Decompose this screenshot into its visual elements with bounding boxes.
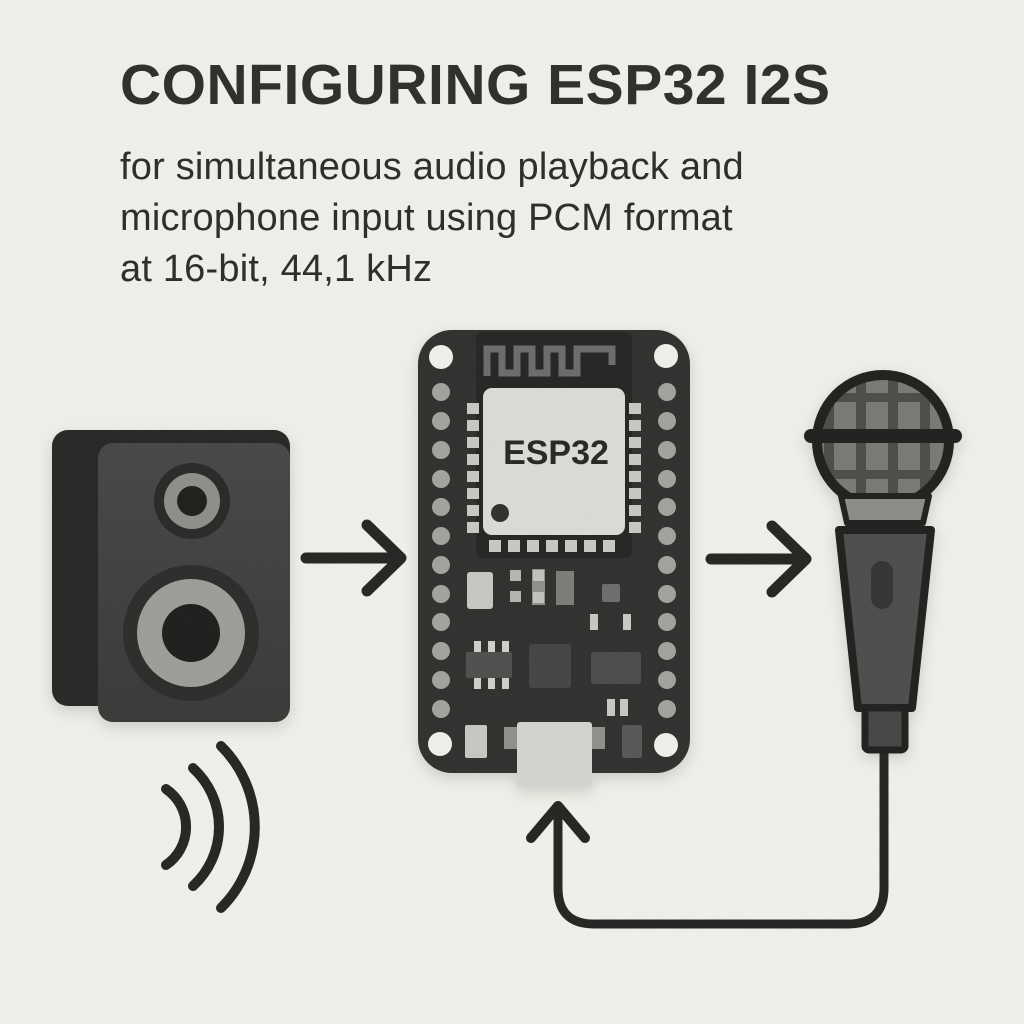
usb-pad-right [592, 727, 605, 749]
mic-head-band [804, 429, 962, 443]
mic-body [835, 526, 935, 712]
subtitle-line-1: for simultaneous audio playback and [120, 146, 744, 188]
subtitle: for simultaneous audio playback and micr… [120, 142, 980, 295]
subtitle-line-2: microphone input using PCM format [120, 197, 733, 239]
speaker-woofer [123, 565, 259, 701]
sound-waves-icon [161, 741, 260, 913]
header: CONFIGURING ESP32 I2S for simultaneous a… [120, 52, 980, 295]
mic-neck-ring [838, 493, 932, 526]
arrow-speaker-to-board-icon [300, 519, 407, 597]
mic-head [804, 370, 962, 512]
speaker-illustration [52, 430, 290, 722]
chip-pin1-dot [491, 504, 509, 522]
page-title: CONFIGURING ESP32 I2S [120, 53, 831, 117]
usb-connector [517, 722, 592, 787]
arrow-board-to-mic-icon [705, 520, 812, 598]
mic-connector [861, 704, 909, 754]
speaker-tweeter [154, 463, 230, 539]
esp32-board-illustration: ESP32 [418, 330, 690, 787]
esp32-chip-label: ESP32 [503, 434, 609, 472]
mic-switch [871, 561, 893, 609]
microphone-illustration [804, 370, 962, 754]
usb-pad-left [504, 727, 517, 749]
subtitle-line-3: at 16-bit, 44,1 kHz [120, 248, 433, 290]
